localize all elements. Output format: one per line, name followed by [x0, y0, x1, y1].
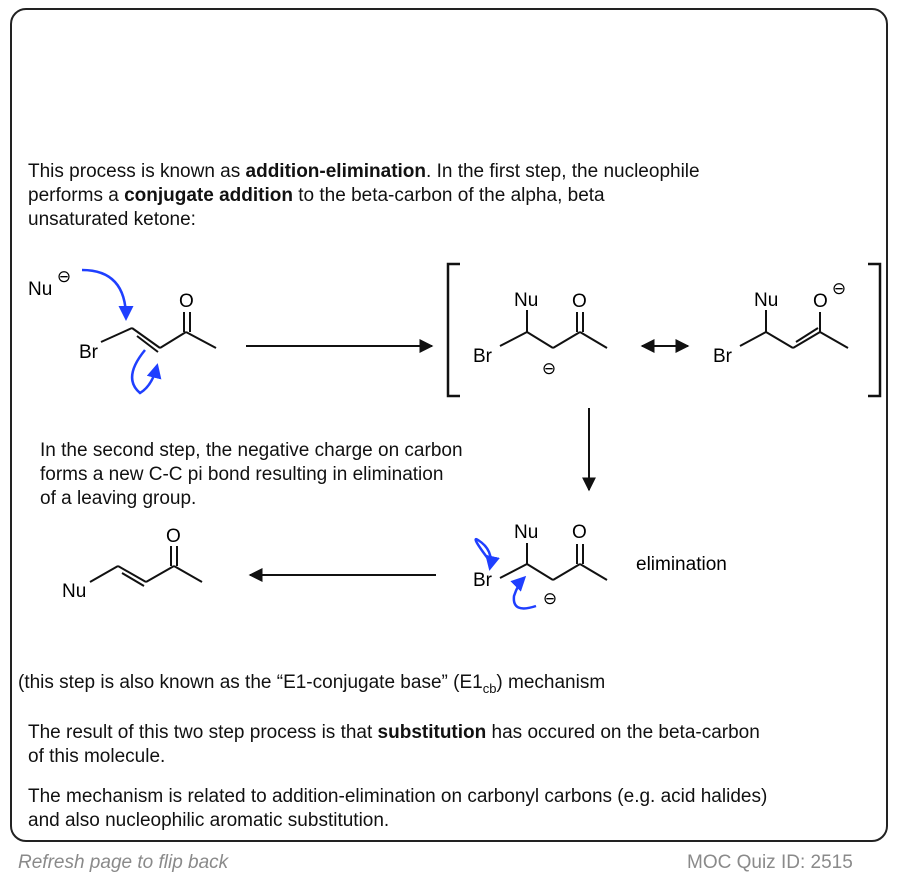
carbanion-charge: ⊖: [543, 589, 557, 608]
intro-line-2: performs a conjugate addition to the bet…: [28, 185, 605, 206]
br-label: Br: [713, 346, 733, 367]
result-line-1: The result of this two step process is t…: [28, 722, 760, 743]
curved-arrow-pi-shift: [131, 349, 162, 395]
molecule-elimination-intermediate: [499, 543, 608, 581]
curved-arrow-pi-formation: [510, 575, 537, 610]
intro-line-3: unsaturated ketone:: [28, 209, 196, 230]
intro-line-1: This process is known as addition-elimin…: [28, 161, 700, 182]
flip-back-hint: Refresh page to flip back: [18, 852, 229, 873]
molecule-enolate: [739, 310, 849, 349]
elimination-label: elimination: [636, 554, 727, 575]
oxygen-label: O: [572, 291, 587, 312]
second-step-line-2: forms a new C-C pi bond resulting in eli…: [40, 464, 444, 485]
br-label: Br: [79, 342, 99, 363]
br-label: Br: [473, 346, 493, 367]
right-bracket: [868, 262, 882, 398]
negative-charge: ⊖: [57, 267, 71, 286]
nu-label: Nu: [754, 290, 778, 311]
oxygen-label: O: [179, 291, 194, 312]
curved-arrow-attack: [81, 268, 134, 321]
related-line-2: and also nucleophilic aromatic substitut…: [28, 810, 390, 831]
result-line-2: of this molecule.: [28, 746, 166, 767]
flashcard[interactable]: [10, 8, 888, 842]
nu-label: Nu: [514, 522, 538, 543]
oxygen-label: O: [572, 522, 587, 543]
second-step-line-1: In the second step, the negative charge …: [40, 440, 463, 461]
quiz-id: MOC Quiz ID: 2515: [687, 852, 853, 873]
nu-label: Nu: [28, 279, 52, 300]
br-label: Br: [473, 570, 493, 591]
related-line-1: The mechanism is related to addition-eli…: [28, 786, 768, 807]
molecule-product: [89, 546, 203, 587]
oxygen-label: O: [813, 291, 828, 312]
enolate-charge: ⊖: [832, 279, 846, 298]
nu-label: Nu: [62, 581, 86, 602]
left-bracket: [446, 262, 460, 398]
molecule-carbanion: [499, 310, 608, 349]
nu-label: Nu: [514, 290, 538, 311]
second-step-line-3: of a leaving group.: [40, 488, 197, 509]
e1cb-note: (this step is also known as the “E1-conj…: [18, 672, 606, 696]
oxygen-label: O: [166, 526, 181, 547]
curved-arrow-leaving-group: [474, 537, 500, 571]
carbanion-charge: ⊖: [542, 359, 556, 378]
molecule-starting-material: [100, 312, 217, 353]
